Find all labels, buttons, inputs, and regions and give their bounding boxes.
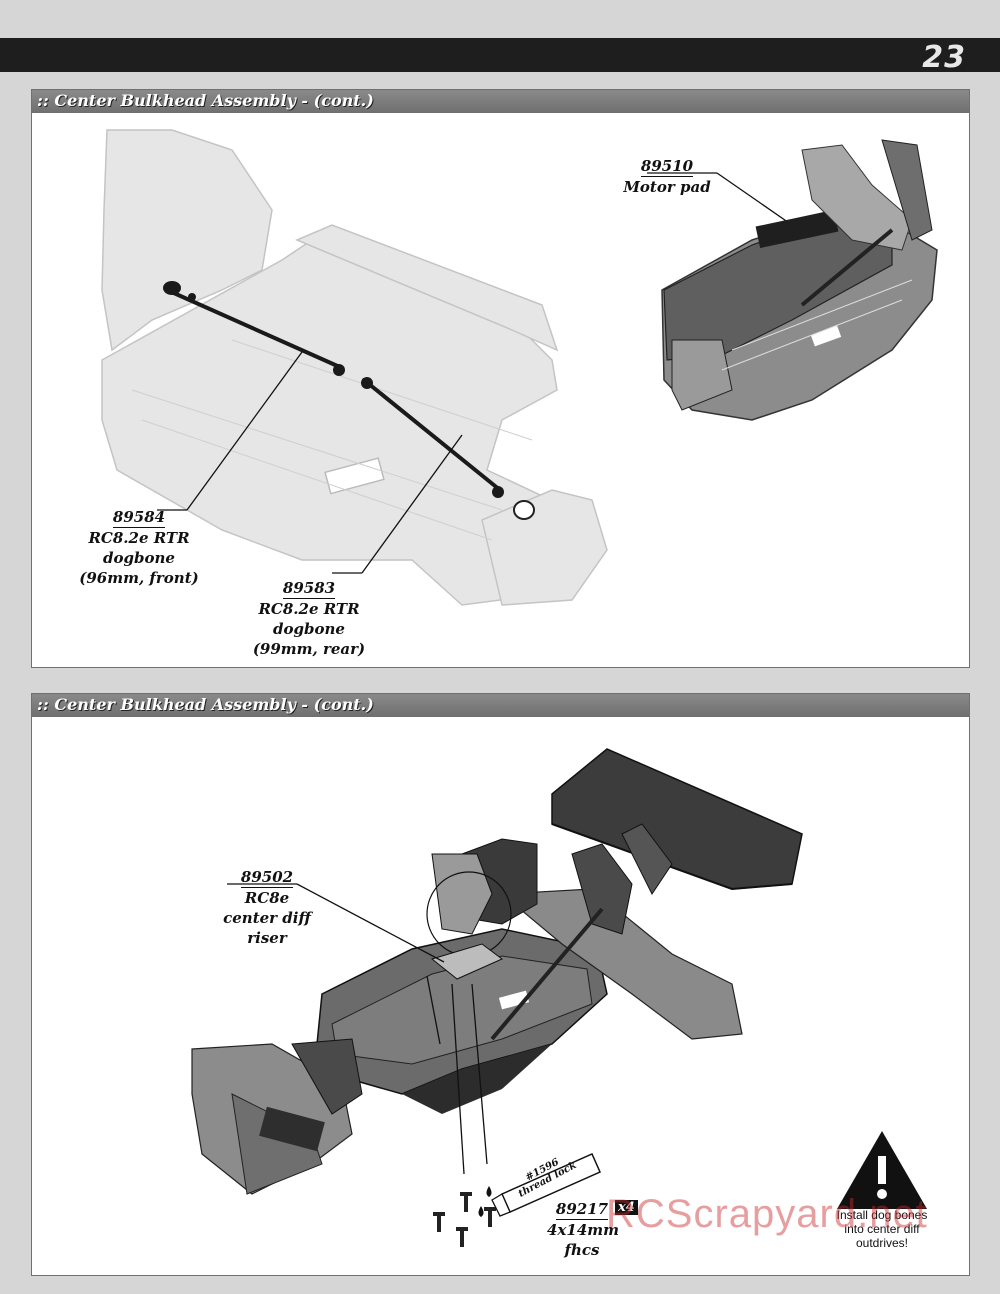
part-number: 89502 <box>240 868 294 888</box>
watermark: RCScrapyard.net <box>606 1192 928 1236</box>
part-desc-line: RC8.2e RTR <box>258 600 360 618</box>
chassis-illustration-1 <box>101 129 938 606</box>
part-desc-line: center diff <box>223 909 311 927</box>
warning-line: outdrives! <box>855 1236 909 1250</box>
warning-line: into center diff <box>844 1222 920 1236</box>
part-desc-line: fhcs <box>564 1241 600 1259</box>
part-desc-line: (96mm, front) <box>79 569 199 587</box>
warning-line: Install dog bones <box>836 1208 928 1222</box>
part-desc-line: Motor pad <box>623 178 711 196</box>
page-number: 23 <box>922 40 966 75</box>
warning-note: Install dog bones into center diff outdr… <box>812 1208 952 1250</box>
part-label-89217: 89217 4x14mm fhcs <box>547 1199 619 1260</box>
quantity-badge: x4 <box>615 1200 638 1215</box>
step-panel-2: :: Center Bulkhead Assembly - (cont.) <box>31 693 970 1276</box>
part-desc-line: dogbone <box>273 620 345 638</box>
header-bar <box>0 38 1000 72</box>
part-number: 89217 <box>555 1200 609 1220</box>
panel-title: :: Center Bulkhead Assembly - (cont.) <box>37 695 374 714</box>
part-desc-line: riser <box>247 929 287 947</box>
panel-title: :: Center Bulkhead Assembly - (cont.) <box>37 91 374 110</box>
part-desc-line: RC8.2e RTR <box>88 529 190 547</box>
part-label-89502: 89502 RC8e center diff riser <box>217 867 317 948</box>
part-desc-line: RC8e <box>244 889 290 907</box>
step-panel-1: :: Center Bulkhead Assembly - (cont.) <box>31 89 970 668</box>
part-label-89510: 89510 Motor pad <box>612 156 722 197</box>
part-number: 89510 <box>640 157 694 177</box>
panel-header: :: Center Bulkhead Assembly - (cont.) <box>32 90 969 113</box>
part-label-89583: 89583 RC8.2e RTR dogbone (99mm, rear) <box>244 578 374 659</box>
part-number: 89583 <box>282 579 336 599</box>
part-desc-line: 4x14mm <box>547 1221 619 1239</box>
part-number: 89584 <box>112 508 166 528</box>
part-desc-line: (99mm, rear) <box>252 640 366 658</box>
panel-header: :: Center Bulkhead Assembly - (cont.) <box>32 694 969 717</box>
part-desc-line: dogbone <box>103 549 175 567</box>
chassis-illustration-2 <box>191 748 927 1247</box>
part-label-89584: 89584 RC8.2e RTR dogbone (96mm, front) <box>74 507 204 588</box>
